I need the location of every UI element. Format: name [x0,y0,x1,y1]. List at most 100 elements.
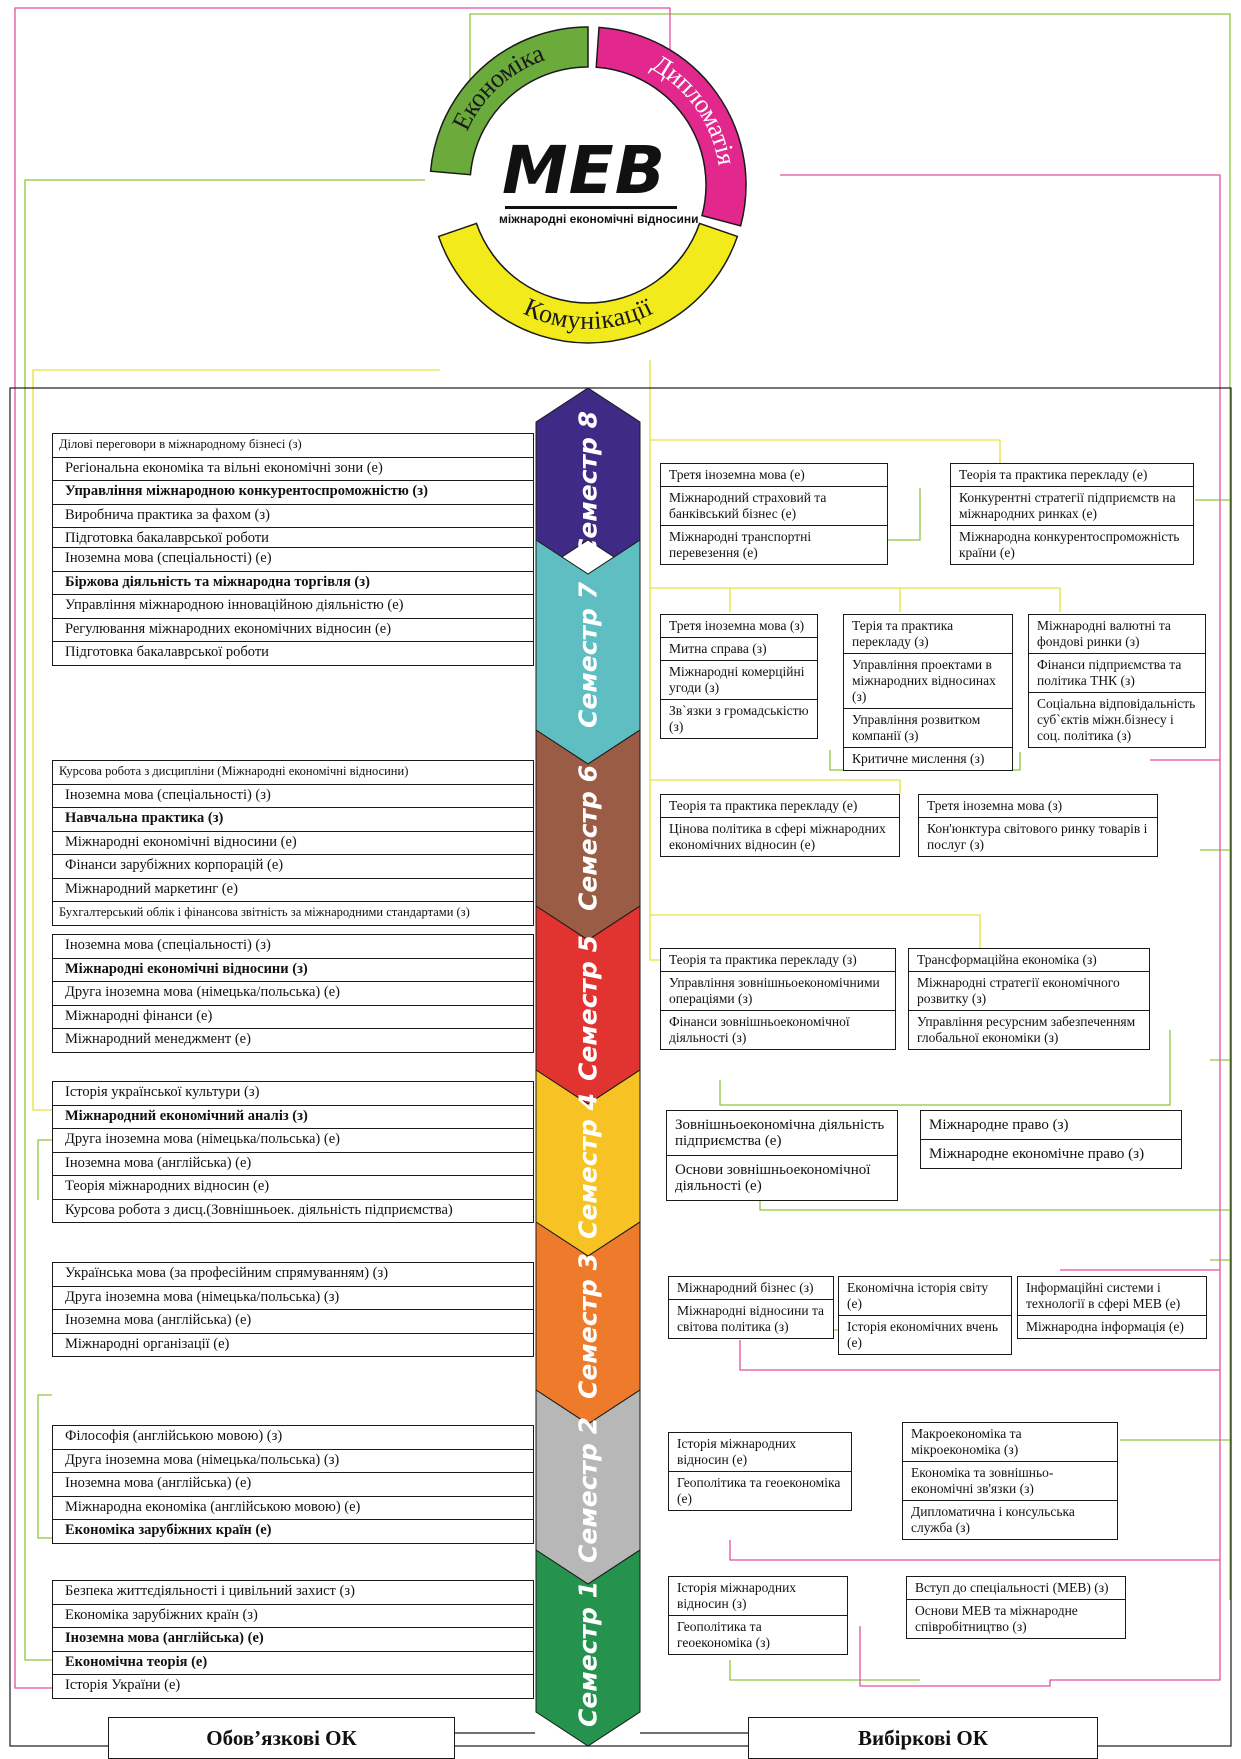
elective-course: Соціальна відповідальність суб`єктів між… [1029,692,1205,747]
mandatory-course: Міжнародний економічний аналіз (з) [52,1104,534,1129]
elective-course: Історія міжнародних відносин (е) [677,1436,797,1467]
semester-label: Семестр 7 [573,582,603,728]
elective-block: Міжнародне право (з)Міжнародне економічн… [920,1110,1182,1169]
mandatory-course: Філософія (англійською мовою) (з) [52,1425,534,1450]
elective-block: Теорія та практика перекладу (е)Конкурен… [950,463,1194,565]
elective-course: Митна справа (з) [661,637,817,660]
elective-course: Управління розвитком компанії (з) [844,708,1012,747]
elective-block: Історія міжнародних відносин (з)Геополіт… [668,1576,848,1655]
mandatory-course: Історія України (е) [52,1674,534,1699]
elective-block: Зовнішньоекономічна діяльність підприємс… [666,1110,898,1201]
elective-block: Трансформаційна економіка (з) Міжнародні … [908,948,1150,1050]
mandatory-course: Безпека життєдіяльності і цивільний захи… [52,1580,534,1605]
logo-subtitle: міжнародні економічні відносини [499,212,699,226]
mandatory-course: Міжнародні економічні відносини (з) [52,957,534,982]
semester-chevron [535,387,641,575]
connector-line [650,914,981,948]
elective-course: Основи МЕВ та міжнародне співробітництво… [907,1599,1125,1638]
elective-course: Історія міжнародних відносин (з) [677,1580,797,1611]
mandatory-course: Міжнародні економічні відносини (е) [52,830,534,855]
elective-course: Міжнародний страховий та банківський біз… [661,486,887,525]
mandatory-course: Ділові переговори в міжнародному бізнесі… [52,433,534,458]
mandatory-course: Міжнародний менеджмент (е) [52,1028,534,1053]
elective-block: Історія міжнародних відносин (е) Геополіт… [668,1432,852,1511]
mandatory-course: Курсова робота з дисц.(Зовнішньоек. діял… [52,1198,534,1223]
logo-segment [429,26,589,176]
elective-block: Третя іноземна мова (з) Кон'юнктура світо… [918,794,1158,857]
mandatory-course: Іноземна мова (англійська) (е) [52,1472,534,1497]
elective-course: Управління ресурсним забезпеченням глоба… [909,1010,1149,1049]
semester-label: Семестр 5 [573,935,603,1081]
elective-block: Макроекономіка та мікроекономіка (з) Екон… [902,1422,1118,1540]
mandatory-course: Економіка зарубіжних країн (е) [52,1519,534,1544]
elective-course: Дипломатична і консульська служба (з) [903,1500,1117,1539]
connector-line [14,7,671,1689]
elective-course: Міжнародне економічне право (з) [921,1139,1181,1168]
mandatory-course: Іноземна мова (спеціальності) (е) [52,547,534,572]
elective-block: Міжнародний бізнес (з)Міжнародні відноси… [668,1276,834,1339]
elective-course: Економічна історія світу (е) [847,1280,989,1311]
elective-course: Цінова політика в сфері міжнародних екон… [661,817,899,856]
elective-course: Третя іноземна мова (з) [927,798,1063,813]
elective-block: Інформаційні системи і технології в сфер… [1017,1276,1207,1339]
connector-line [649,360,1001,463]
mandatory-course: Управління міжнародною інноваційною діял… [52,594,534,619]
elective-course: Зв`язки з громадськістю (з) [661,699,817,738]
mandatory-footer-label: Обов’язкові ОК [108,1717,455,1759]
elective-course: Історія економічних вчень (е) [839,1315,1011,1354]
mandatory-course: Управління міжнародною конкурентоспромож… [52,480,534,505]
elective-course: Геополітика та геоекономіка (е) [669,1471,851,1510]
connector-line [780,174,1221,1687]
mandatory-course: Друга іноземна мова (німецька/польська) … [52,1285,534,1310]
mandatory-course: Друга іноземна мова (німецька/польська) … [52,1128,534,1153]
elective-course: Зовнішньоекономічна діяльність підприємс… [675,1117,885,1149]
connector-line [729,1540,1220,1561]
mandatory-course: Біржова діяльність та міжнародна торгівл… [52,570,534,595]
mandatory-course: Регулювання міжнародних економічних відн… [52,617,534,642]
elective-course: Фінанси зовнішньоекономічної діяльності … [661,1010,895,1049]
elective-course: Трансформаційна економіка (з) [917,952,1097,967]
elective-course: Економіка та зовнішньо-економічні зв'язк… [903,1461,1117,1500]
mandatory-course: Економічна теорія (е) [52,1650,534,1675]
semester-label: Семестр 3 [573,1253,603,1399]
mandatory-course: Фінанси зарубіжних корпорацій (е) [52,854,534,879]
elective-block: Економічна історія світу (е) Історія екон… [838,1276,1012,1355]
elective-course: Міжнародна інформація (е) [1018,1315,1206,1338]
elective-block: Вступ до спеціальності (МЕВ) (з) Основи М… [906,1576,1126,1639]
mandatory-course: Іноземна мова (англійська) (е) [52,1627,534,1652]
connector-line [650,587,1061,612]
connector-line [739,1340,1220,1371]
mandatory-course: Іноземна мова (англійська) (е) [52,1151,534,1176]
elective-course: Критичне мислення (з) [844,747,1012,770]
elective-footer-label: Вибіркові ОК [748,1717,1098,1759]
mandatory-course: Міжнародна економіка (англійською мовою)… [52,1495,534,1520]
semester-label: Семестр 2 [573,1417,603,1563]
elective-course: Основи зовнішньоекономічної діяльності (… [667,1155,897,1200]
connector-line [37,1139,52,1200]
semester-label: Семестр 6 [573,765,603,911]
mandatory-course: Регіональна економіка та вільні економіч… [52,456,534,481]
mandatory-course: Підготовка бакалаврської роботи [52,641,534,666]
logo-title: МЕВ [502,132,667,209]
elective-block: Теорія та практика перекладу (е)Цінова п… [660,794,900,857]
elective-course: Міжнародні комерційні угоди (з) [661,660,817,699]
elective-course: Третя іноземна мова (е) [669,467,805,482]
elective-block: Третя іноземна мова (з)Митна справа (з)М… [660,614,818,739]
mandatory-course: Іноземна мова (англійська) (е) [52,1309,534,1334]
connector-line [24,179,425,1661]
semester-label: Семестр 8 [573,411,603,557]
elective-course: Вступ до спеціальності (МЕВ) (з) [915,1580,1109,1595]
connector-line [32,369,440,1111]
elective-course: Управління проектами в міжнародних відно… [844,653,1012,708]
elective-block: Терія та практика перекладу (з) Управлінн… [843,614,1013,771]
logo-segment [595,26,747,227]
elective-course: Міжнародні стратегії економічного розвит… [909,971,1149,1010]
elective-course: Макроекономіка та мікроекономіка (з) [911,1426,1022,1457]
elective-course: Терія та практика перекладу (з) [852,618,954,649]
logo-segment-label: Економіка [446,38,548,135]
mandatory-course: Навчальна практика (з) [52,807,534,832]
outer-frame [9,387,1232,1747]
mandatory-course: Міжнародні фінанси (е) [52,1004,534,1029]
elective-course: Кон'юнктура світового ринку товарів і по… [919,817,1157,856]
